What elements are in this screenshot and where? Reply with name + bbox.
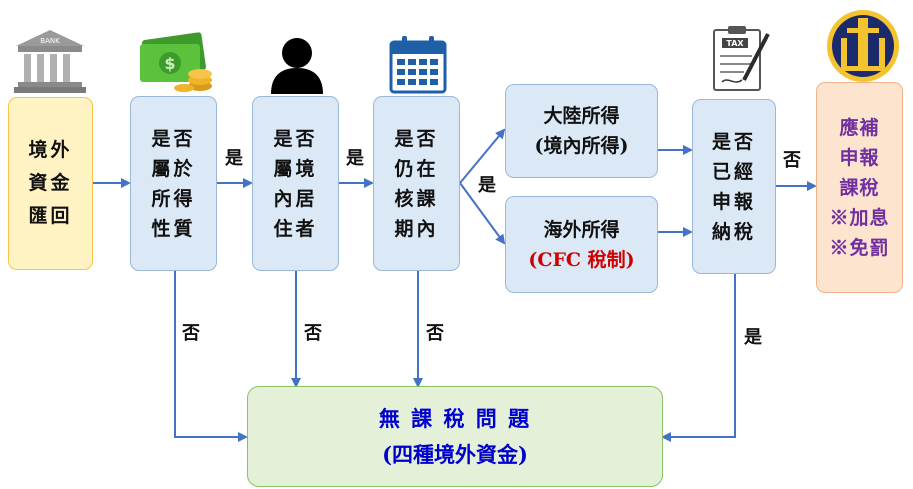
- result-box-must-file: 應補 申報 課稅 ※加息 ※免罰: [816, 82, 903, 293]
- mainland-income-title: 大陸所得: [543, 105, 620, 127]
- tax-agency-logo-icon: [825, 6, 901, 86]
- label-no-filed: 否: [783, 150, 801, 171]
- label-yes-filed: 是: [744, 327, 762, 348]
- overseas-income-box: 海外所得 (CFC 稅制): [505, 196, 658, 293]
- tax-label: TAX: [726, 39, 744, 48]
- no-tax-issue-box: 無 課 稅 問 題 (四種境外資金): [247, 386, 663, 487]
- money-icon: $: [134, 32, 216, 94]
- arrow-q1-notax: [174, 271, 248, 442]
- label-no-income: 否: [182, 323, 200, 344]
- decision-is-income: 是否 屬於 所得 性質: [130, 96, 217, 271]
- arrow-q3-mainland: [459, 128, 506, 184]
- person-icon: [267, 36, 327, 94]
- no-tax-issue-subtitle: (四種境外資金): [382, 441, 528, 467]
- no-tax-issue-title: 無 課 稅 問 題: [378, 405, 532, 431]
- label-no-resident: 否: [304, 323, 322, 344]
- bank-label: BANK: [40, 37, 60, 45]
- mainland-income-subtitle: (境內所得): [534, 135, 629, 157]
- label-yes-period: 是: [478, 175, 496, 196]
- svg-text:$: $: [164, 54, 175, 73]
- bank-icon: BANK: [12, 28, 88, 94]
- arrow-q4-notax: [661, 274, 736, 442]
- label-yes-resident: 是: [346, 148, 364, 169]
- label-yes-income: 是: [225, 148, 243, 169]
- calendar-icon: [388, 34, 448, 94]
- overseas-income-cfc-note: (CFC 稅制): [528, 248, 635, 271]
- decision-is-resident: 是否 屬境 內居 住者: [252, 96, 339, 271]
- tax-form-icon: TAX: [708, 24, 772, 94]
- arrow-q3-overseas: [459, 182, 506, 245]
- overseas-income-title: 海外所得: [543, 218, 620, 241]
- decision-already-filed: 是否 已經 申報 納稅: [692, 99, 776, 274]
- start-box-overseas-funds: 境外 資金 匯回: [8, 97, 93, 270]
- label-no-period: 否: [426, 323, 444, 344]
- mainland-income-box: 大陸所得 (境內所得): [505, 84, 658, 178]
- decision-within-assessment-period: 是否 仍在 核課 期內: [373, 96, 460, 271]
